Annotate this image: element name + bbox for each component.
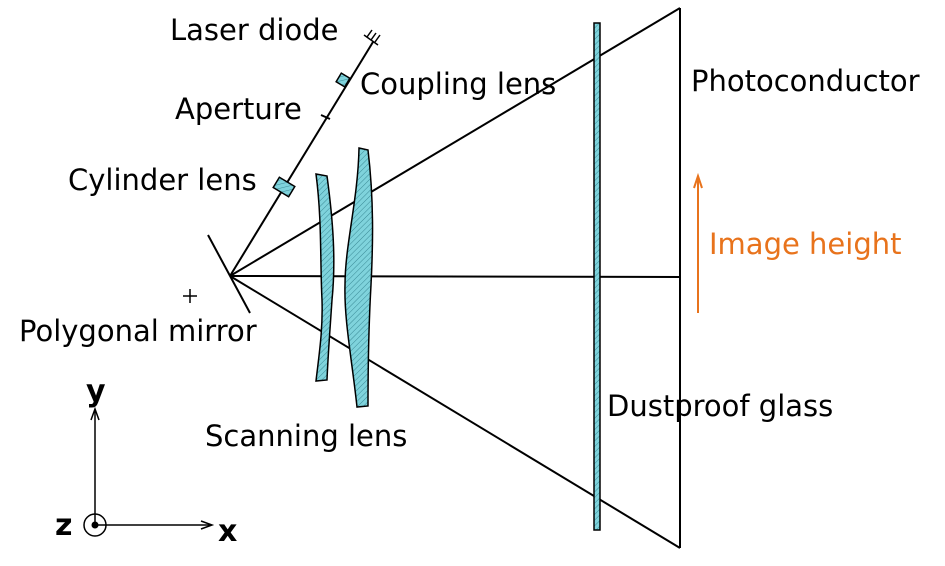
coordinate-axes — [83, 406, 215, 537]
polygon-rotation-center — [183, 289, 197, 303]
laser-diode-icon — [363, 29, 381, 46]
y-axis-label: y — [86, 374, 106, 409]
cylinder-lens-label: Cylinder lens — [68, 163, 257, 197]
y-axis-arrowhead — [90, 406, 100, 421]
coupling-lens-label: Coupling lens — [360, 67, 556, 101]
x-axis-label: x — [218, 514, 237, 549]
scanning-lens-1 — [315, 173, 335, 382]
aperture-label: Aperture — [175, 92, 302, 126]
scanning-lens-2 — [344, 147, 374, 408]
image-height-arrow — [693, 172, 703, 313]
polygonal-mirror-facet — [207, 234, 251, 314]
dustproof-glass-plate — [593, 22, 601, 531]
cylinder-lens-shape — [272, 176, 296, 198]
z-axis-dot — [91, 521, 99, 529]
center-scan-ray — [229, 275, 681, 278]
z-axis-circle — [83, 513, 107, 537]
laser-beam-path — [229, 41, 374, 277]
dustproof-glass-label: Dustproof glass — [607, 389, 833, 423]
laser-diode-label: Laser diode — [170, 13, 338, 47]
scanning-lens-label: Scanning lens — [205, 419, 407, 453]
aperture-mark — [320, 114, 331, 120]
polygonal-mirror-label: Polygonal mirror — [19, 314, 257, 348]
coupling-lens-shape — [335, 72, 351, 88]
x-axis-arrowhead — [200, 520, 215, 530]
upper-scan-ray — [229, 7, 681, 277]
photoconductor-label: Photoconductor — [691, 64, 920, 98]
scan-beam-fan — [229, 7, 681, 549]
z-axis-label: z — [55, 508, 72, 543]
image-height-label: Image height — [709, 227, 901, 261]
lower-scan-ray — [229, 275, 681, 549]
